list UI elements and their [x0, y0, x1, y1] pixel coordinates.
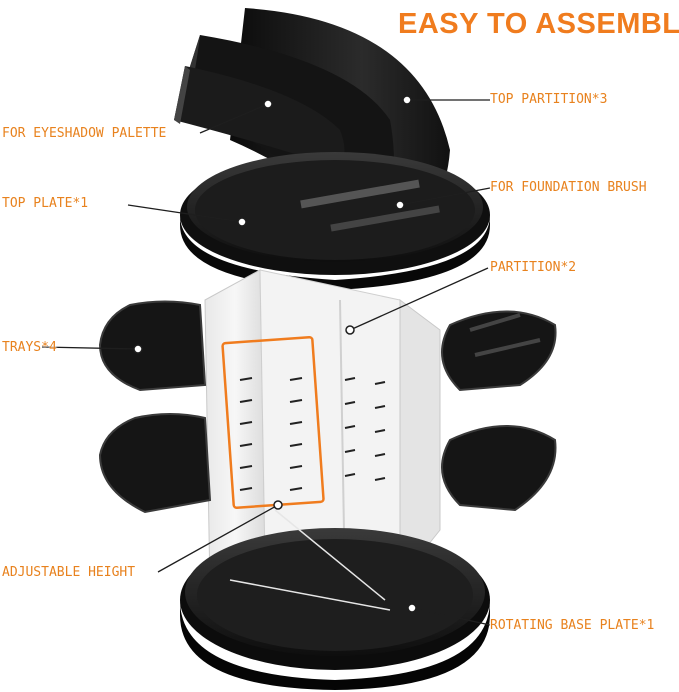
label-eyeshadow: FOR EYESHADOW PALETTE [2, 126, 167, 141]
label-top-plate: TOP PLATE*1 [2, 196, 89, 211]
label-partition: PARTITION*2 [490, 260, 577, 275]
label-trays: TRAYS*4 [2, 340, 57, 355]
page-title: EASY TO ASSEMBLE [398, 8, 679, 40]
leader-dots [133, 95, 417, 613]
label-foundation-brush: FOR FOUNDATION BRUSH [490, 180, 647, 195]
label-adjustable-height: ADJUSTABLE HEIGHT [2, 565, 136, 580]
rotating-base-plate [180, 509, 490, 690]
label-rotating-base: ROTATING BASE PLATE*1 [490, 618, 655, 633]
acrylic-partitions [204, 269, 441, 591]
trays [98, 300, 557, 514]
top-plate [180, 152, 490, 290]
leader-lines [41, 99, 491, 626]
label-top-partition: TOP PARTITION*3 [490, 92, 608, 107]
